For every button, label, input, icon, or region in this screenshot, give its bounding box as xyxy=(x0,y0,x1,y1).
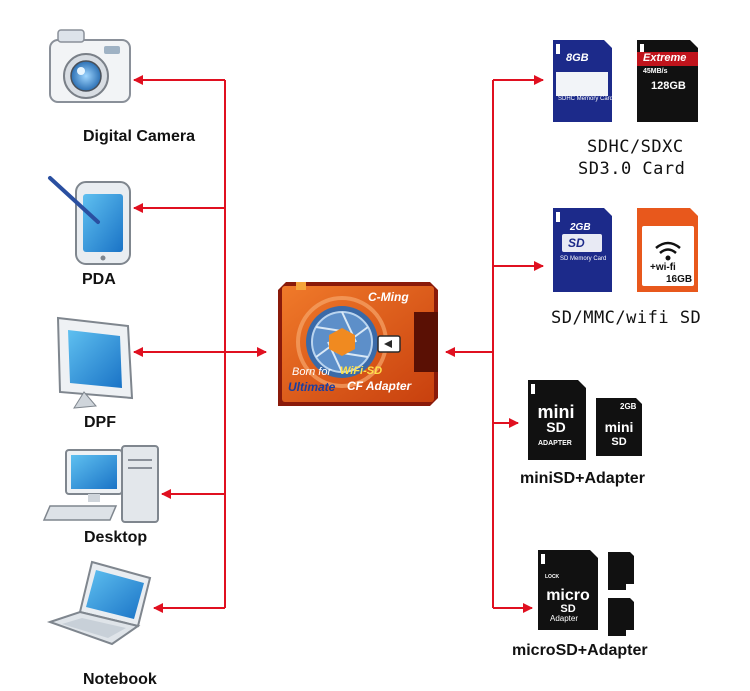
label-sdhc-line2: SD3.0 Card xyxy=(578,159,686,179)
sd-card-icon xyxy=(553,208,612,292)
label-pda: PDA xyxy=(82,271,116,288)
label-minisd-adapter: miniSD+Adapter xyxy=(520,470,645,487)
microsd-logo-text: micro xyxy=(546,587,590,604)
label-desktop: Desktop xyxy=(84,529,148,546)
microsd-card-bottom-icon xyxy=(608,598,634,636)
sdhc-type-print: SDHC Memory Card xyxy=(558,96,614,102)
microsd-card-top-icon xyxy=(608,552,634,590)
adapter-born-for: Born for xyxy=(292,366,332,378)
minisd-logo-text: mini xyxy=(537,402,574,422)
adapter-ultimate: Ultimate xyxy=(288,380,336,394)
photo-frame-icon xyxy=(56,316,134,409)
wifi-sd-card-icon xyxy=(637,208,698,292)
sdhc-capacity-print: 8GB xyxy=(566,52,589,64)
micro-lock-print: LOCK xyxy=(545,574,560,580)
minisd-card-icon: mini SD xyxy=(596,398,642,456)
label-digital-camera: Digital Camera xyxy=(83,128,196,145)
microsd-adapter-icon: micro SD xyxy=(538,550,598,630)
minisd-logo-sd: SD xyxy=(546,419,565,435)
label-dpf: DPF xyxy=(84,414,116,431)
sdxc-extreme-card-icon xyxy=(637,40,698,122)
minisd-adapter-icon: mini SD xyxy=(528,380,586,460)
label-notebook: Notebook xyxy=(83,671,157,688)
mini-adapter-print: ADAPTER xyxy=(538,440,572,447)
extreme-capacity-print: 128GB xyxy=(651,80,686,92)
microsd-logo-sd: SD xyxy=(560,603,575,615)
label-sdhc-line1: SDHC/SDXC xyxy=(587,137,684,157)
extreme-print: Extreme xyxy=(643,52,687,64)
pda-icon xyxy=(48,176,131,265)
wifi-label-print: +wi-fi xyxy=(650,262,676,273)
notebook-icon xyxy=(46,560,152,646)
minisd-card-logo-sd: SD xyxy=(611,436,626,448)
adapter-product: CF Adapter xyxy=(347,379,412,393)
sdhc-card-icon xyxy=(553,40,612,122)
label-microsd-adapter: microSD+Adapter xyxy=(512,642,648,659)
connector-lines xyxy=(133,75,544,613)
minisd-card-logo: mini xyxy=(605,419,634,435)
adapter-wifi-sd: WiFi-SD xyxy=(340,365,383,377)
sd-logo-print: SD xyxy=(568,236,585,250)
sd-type-print: SD Memory Card xyxy=(560,256,607,262)
wifi-capacity-print: 16GB xyxy=(666,274,693,285)
sd-capacity-print: 2GB xyxy=(570,222,591,233)
camera-icon xyxy=(49,29,131,103)
mini-capacity-print: 2GB xyxy=(620,402,637,411)
extreme-speed-print: 45MB/s xyxy=(643,68,668,75)
desktop-icon xyxy=(42,445,159,523)
micro-adapter-print: Adapter xyxy=(550,614,579,623)
label-sd-mmc-wifi: SD/MMC/wifi SD xyxy=(551,308,702,328)
adapter-brand: C-Ming xyxy=(368,290,409,304)
cf-adapter-image xyxy=(278,282,438,406)
